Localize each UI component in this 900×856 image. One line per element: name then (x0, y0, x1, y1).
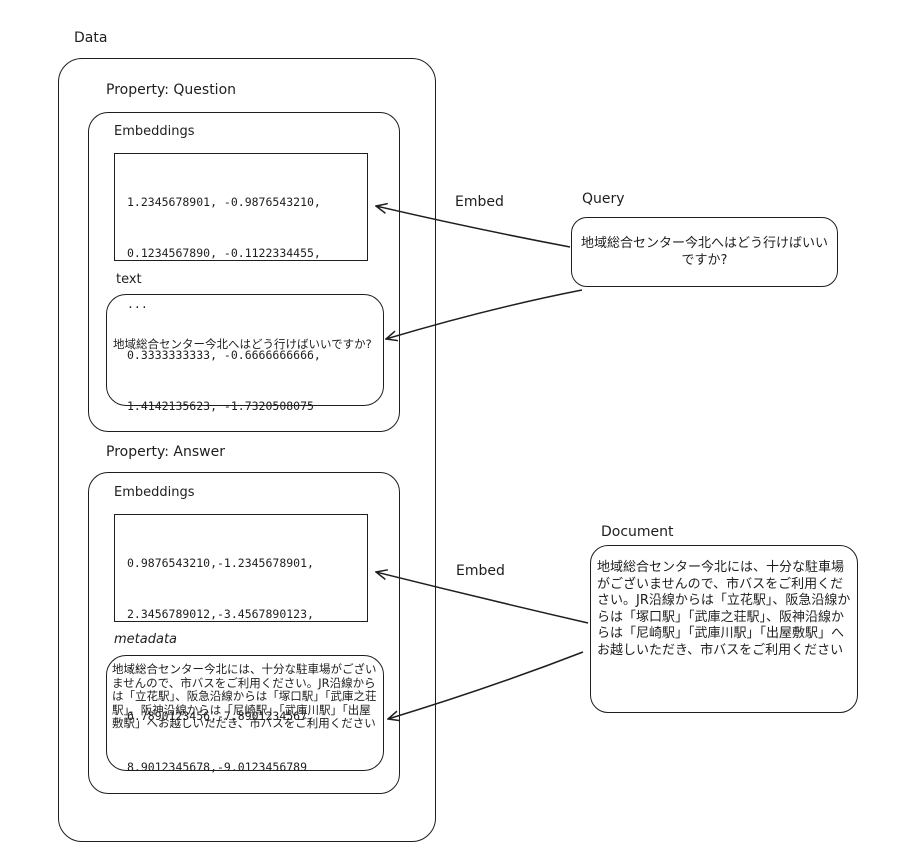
arrow-document-to-answer-embedding (376, 572, 589, 624)
answer-metadata-label: metadata (114, 632, 178, 647)
question-text-value: 地域総合センター今北へはどう行けばいいですか? (113, 337, 372, 351)
arrow-document-to-answer-metadata (388, 651, 584, 719)
arrow-query-to-question-text (386, 289, 583, 339)
answer-metadata-value: 地域総合センター今北には、十分な駐車場がございませんので、市バスをご利用ください… (112, 662, 377, 730)
vector-line: 1.2345678901, -0.9876543210, (127, 195, 321, 209)
embed-label-bottom: Embed (456, 563, 505, 579)
data-label: Data (74, 30, 108, 46)
answer-embedding-vector: 0.9876543210,-1.2345678901, 2.3456789012… (114, 514, 368, 774)
query-box: 地域総合センター今北へはどう行けばいいですか? (571, 217, 838, 287)
answer-metadata-box: 地域総合センター今北には、十分な駐車場がございませんので、市バスをご利用ください… (106, 655, 384, 771)
vector-line: 6.7890123456,-7.8901234567, (127, 709, 314, 723)
question-property-title: Property: Question (106, 82, 237, 98)
answer-property-box (88, 472, 400, 794)
vector-line: 2.3456789012,-3.4567890123, (127, 607, 314, 621)
question-embeddings-label: Embeddings (114, 124, 195, 139)
vector-line: ... (127, 658, 148, 672)
question-embedding-vector: 1.2345678901, -0.9876543210, 0.123456789… (114, 153, 368, 413)
answer-embeddings-label: Embeddings (114, 485, 195, 500)
question-property-box (88, 112, 400, 432)
arrow-query-to-question-embedding (376, 206, 571, 248)
data-container (58, 58, 436, 842)
answer-property-title: Property: Answer (106, 444, 225, 460)
vector-line: ... (127, 297, 148, 311)
vector-line: 1.4142135623, -1.7320508075 (127, 399, 314, 413)
vector-line: 0.1234567890, -0.1122334455, (127, 246, 321, 260)
vector-line: 0.9876543210,-1.2345678901, (127, 556, 314, 570)
document-label: Document (601, 524, 674, 540)
embed-label-top: Embed (455, 194, 504, 210)
query-text: 地域総合センター今北へはどう行けばいいですか? (580, 236, 828, 268)
document-box: 地域総合センター今北には、十分な駐車場がございませんので、市バスをご利用ください… (590, 545, 858, 713)
question-text-label: text (116, 272, 142, 287)
document-text: 地域総合センター今北には、十分な駐車場がございませんので、市バスをご利用ください… (597, 560, 851, 658)
question-text-box: 地域総合センター今北へはどう行けばいいですか? (106, 294, 384, 406)
vector-line: 0.3333333333, -0.6666666666, (127, 348, 321, 362)
query-label: Query (582, 191, 625, 207)
